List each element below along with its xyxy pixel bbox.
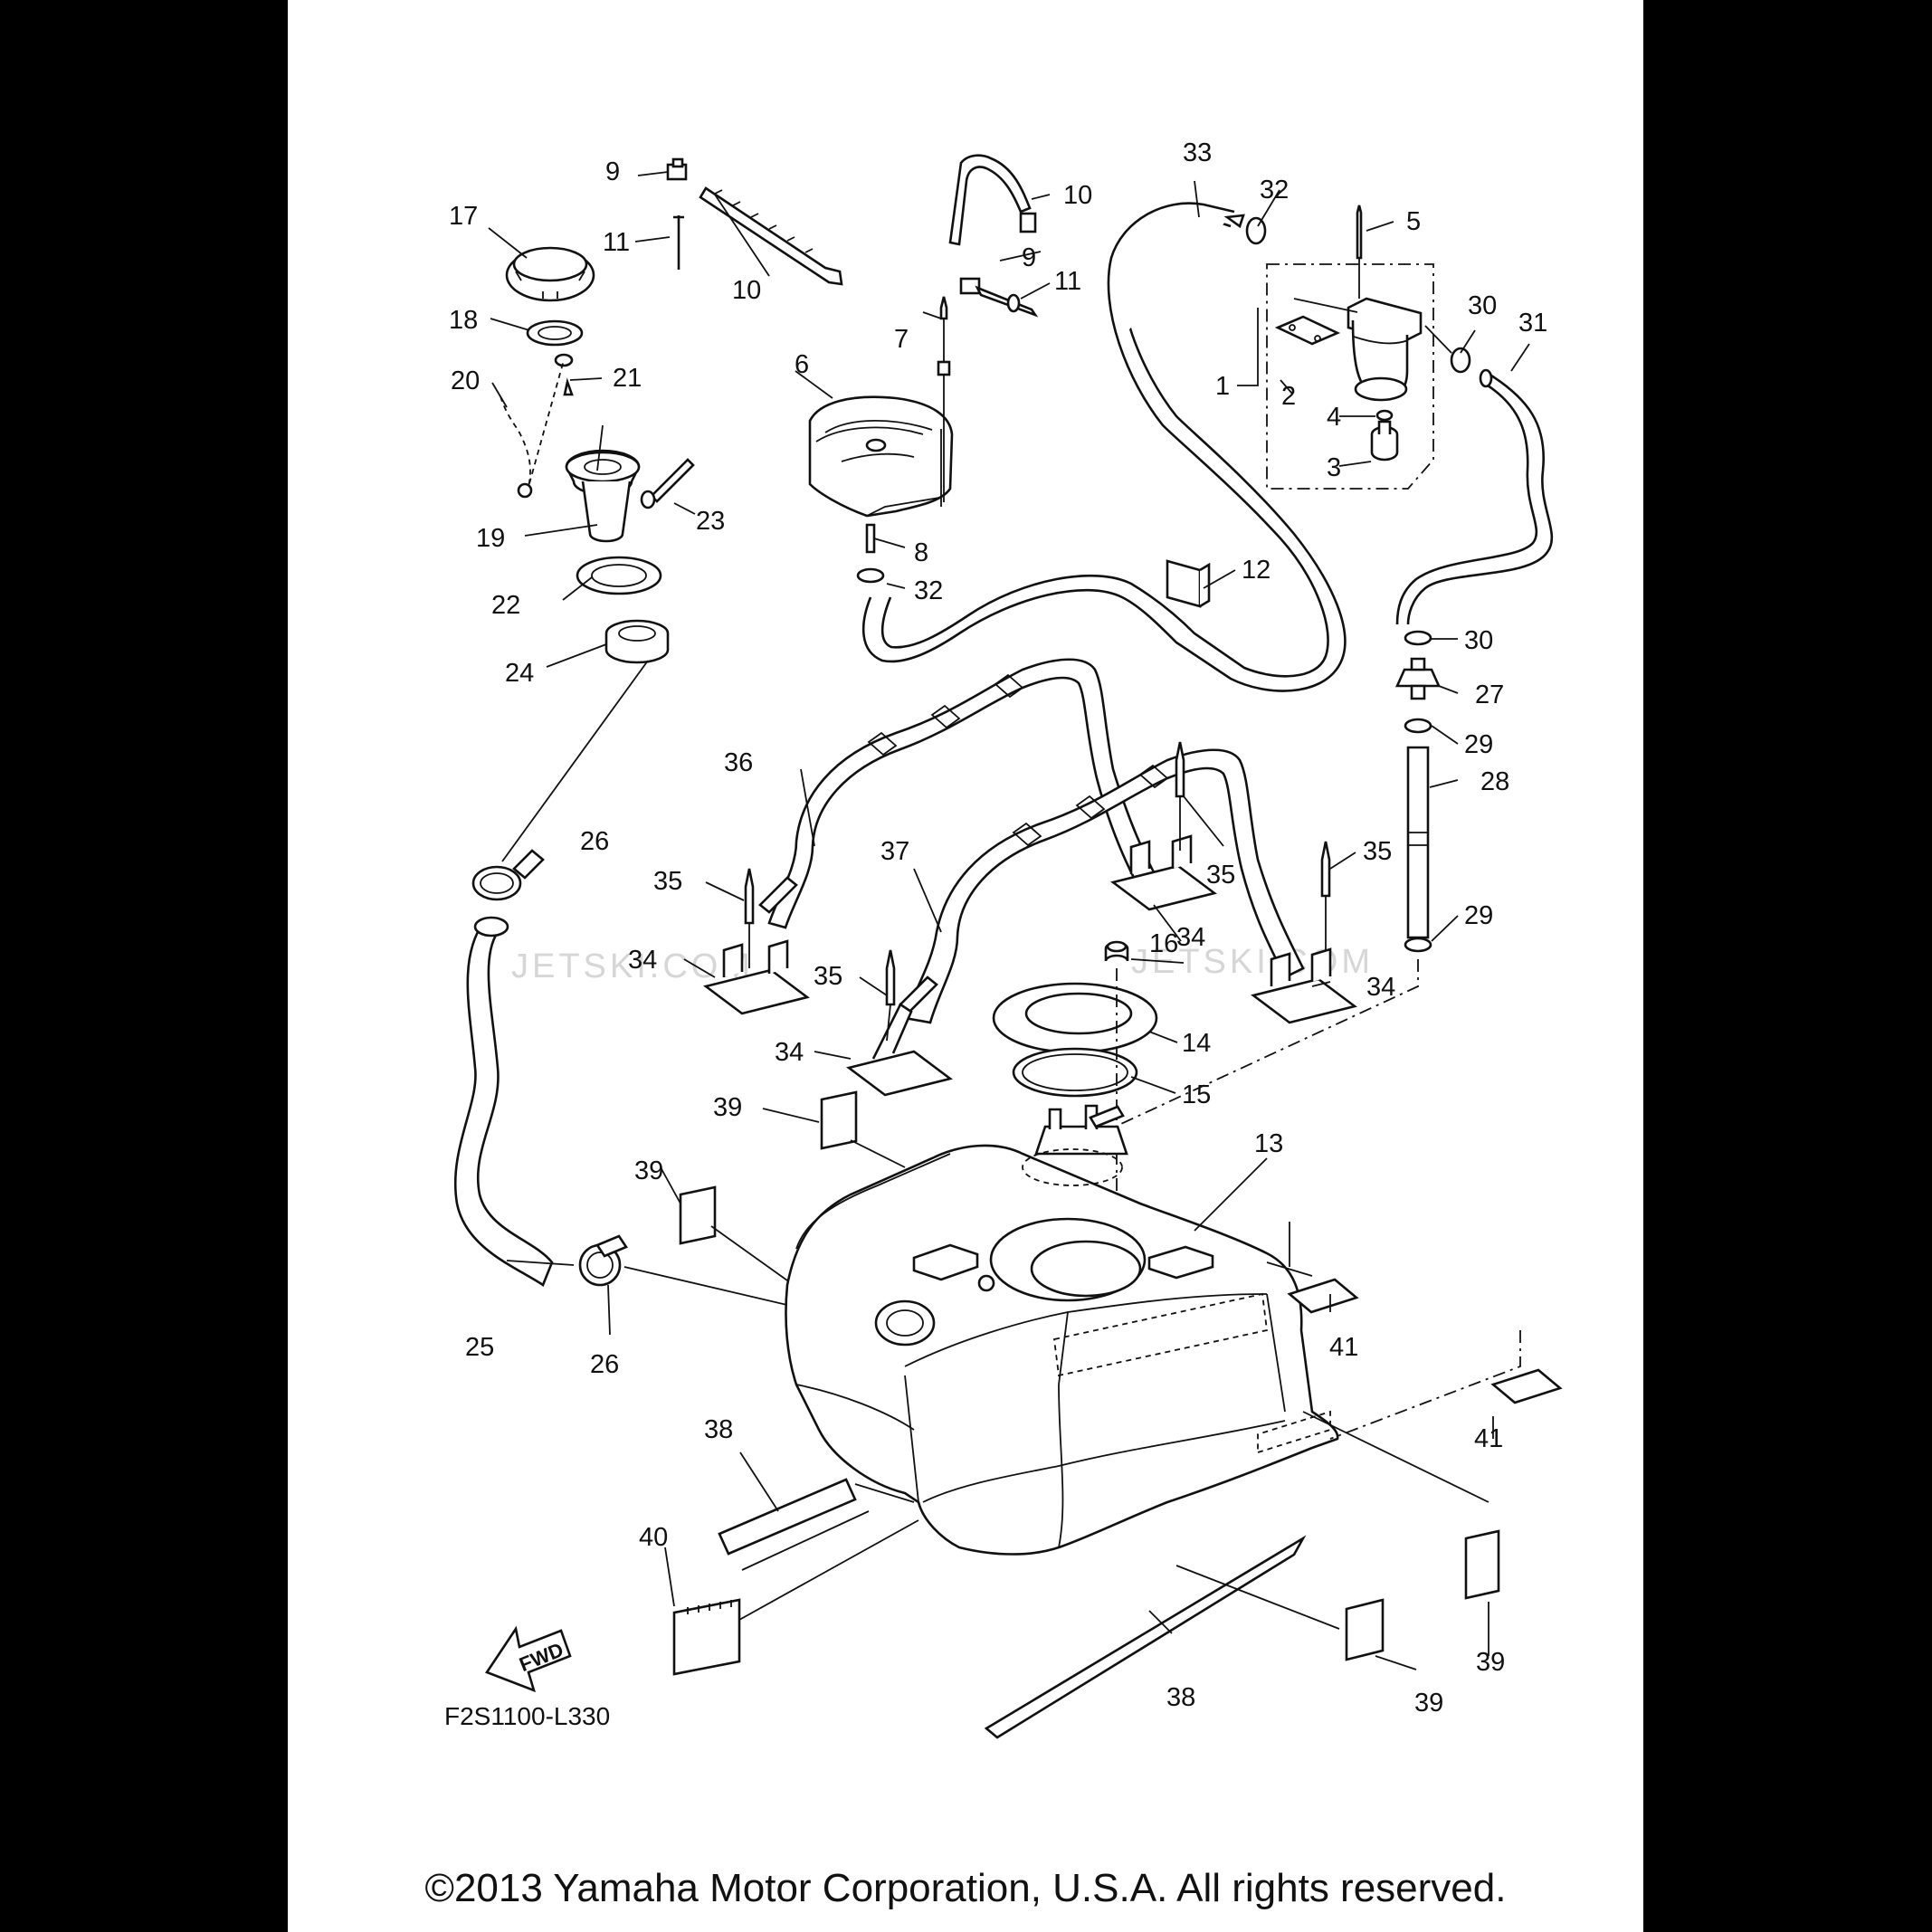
diagram-code: F2S1100-L330 bbox=[444, 1702, 610, 1730]
filler-hose-25 bbox=[453, 916, 554, 1287]
part-label: 7 bbox=[894, 325, 909, 354]
part-label: 34 bbox=[1176, 923, 1205, 952]
part-label: 35 bbox=[653, 867, 682, 896]
part-label: 1 bbox=[1215, 372, 1230, 401]
part-label: 34 bbox=[775, 1038, 804, 1067]
part-label: 35 bbox=[1206, 861, 1235, 890]
part-labels: 1 2 3 4 5 6 7 8 9 9 10 10 11 11 12 13 14… bbox=[449, 138, 1547, 1718]
part-label: 10 bbox=[1063, 181, 1092, 210]
part-label: 20 bbox=[451, 366, 480, 395]
part-label: 9 bbox=[605, 157, 620, 186]
fuel-cap-assembly bbox=[500, 246, 695, 862]
strap-bracket-34 bbox=[703, 834, 1357, 1097]
part-label: 38 bbox=[1166, 1683, 1195, 1712]
fwd-arrow-icon: FWD bbox=[485, 1625, 572, 1693]
part-label: 17 bbox=[449, 202, 478, 231]
parts-diagram: JETSKI.COM JETSKI.COM bbox=[444, 138, 1563, 1739]
part-label: 37 bbox=[880, 837, 909, 866]
part-label: 30 bbox=[1464, 626, 1493, 655]
part-label: 11 bbox=[603, 228, 630, 257]
part-label: 24 bbox=[505, 659, 534, 688]
part-label: 22 bbox=[491, 591, 520, 620]
part-label: 39 bbox=[1414, 1689, 1443, 1718]
copyright-notice: ©2013 Yamaha Motor Corporation, U.S.A. A… bbox=[424, 1866, 1507, 1910]
hose-clamp-26 bbox=[471, 849, 877, 1327]
fuel-hose-right bbox=[1395, 368, 1554, 625]
fuel-filter-assembly bbox=[1266, 205, 1471, 490]
part-label: 6 bbox=[795, 350, 809, 379]
part-label: 25 bbox=[465, 1333, 494, 1362]
cover-assembly bbox=[808, 296, 954, 584]
part-label: 11 bbox=[1054, 267, 1081, 296]
leader-lines bbox=[488, 171, 1530, 1670]
part-label: 13 bbox=[1254, 1129, 1283, 1158]
part-label: 38 bbox=[704, 1415, 733, 1444]
pump-plate-assembly bbox=[992, 940, 1158, 1204]
part-label: 26 bbox=[580, 827, 609, 856]
part-label: 36 bbox=[724, 748, 753, 777]
part-label: 34 bbox=[628, 946, 657, 975]
part-label: 27 bbox=[1475, 680, 1504, 709]
part-label: 33 bbox=[1183, 138, 1212, 167]
part-label: 32 bbox=[1260, 176, 1289, 205]
part-label: 41 bbox=[1474, 1424, 1503, 1453]
part-label: 5 bbox=[1406, 207, 1421, 236]
watermark-text: JETSKI.COM bbox=[511, 947, 754, 985]
part-label: 14 bbox=[1182, 1029, 1211, 1058]
part-label: 35 bbox=[1363, 837, 1392, 866]
part-label: 18 bbox=[449, 306, 478, 335]
tie-strap-set-left bbox=[666, 157, 1039, 318]
part-label: 16 bbox=[1149, 929, 1178, 958]
fuel-line-right bbox=[1085, 630, 1442, 1141]
part-label: 29 bbox=[1464, 901, 1493, 930]
part-label: 8 bbox=[914, 538, 928, 567]
part-label: 21 bbox=[613, 364, 642, 393]
part-label: 4 bbox=[1327, 403, 1341, 432]
part-label: 39 bbox=[713, 1093, 742, 1122]
part-label: 39 bbox=[634, 1156, 663, 1185]
part-label: 15 bbox=[1182, 1080, 1211, 1109]
rivet-35 bbox=[744, 741, 1331, 1042]
part-label: 10 bbox=[732, 276, 761, 305]
diagram-sheet: JETSKI.COM JETSKI.COM bbox=[288, 0, 1643, 1932]
part-label: 39 bbox=[1476, 1648, 1505, 1677]
part-label: 28 bbox=[1480, 767, 1509, 796]
part-label: 34 bbox=[1366, 973, 1395, 1002]
part-label: 41 bbox=[1329, 1333, 1358, 1362]
part-label: 26 bbox=[590, 1350, 619, 1379]
part-label: 23 bbox=[696, 507, 725, 536]
part-label: 31 bbox=[1518, 309, 1547, 338]
part-label: 19 bbox=[476, 524, 505, 553]
part-label: 35 bbox=[814, 962, 842, 991]
part-label: 2 bbox=[1281, 382, 1296, 411]
fuel-hose-loop bbox=[861, 202, 1347, 692]
part-label: 40 bbox=[639, 1523, 668, 1552]
part-label: 32 bbox=[914, 576, 943, 605]
fuel-tank-13 bbox=[785, 1104, 1339, 1556]
part-label: 3 bbox=[1327, 453, 1341, 482]
part-label: 30 bbox=[1468, 291, 1497, 320]
part-label: 12 bbox=[1242, 556, 1271, 585]
tie-strap-set-right bbox=[948, 154, 1037, 246]
part-label: 9 bbox=[1022, 243, 1036, 272]
tank-pads bbox=[672, 1090, 1563, 1739]
part-label: 29 bbox=[1464, 730, 1493, 759]
clip-12 bbox=[1166, 559, 1211, 608]
